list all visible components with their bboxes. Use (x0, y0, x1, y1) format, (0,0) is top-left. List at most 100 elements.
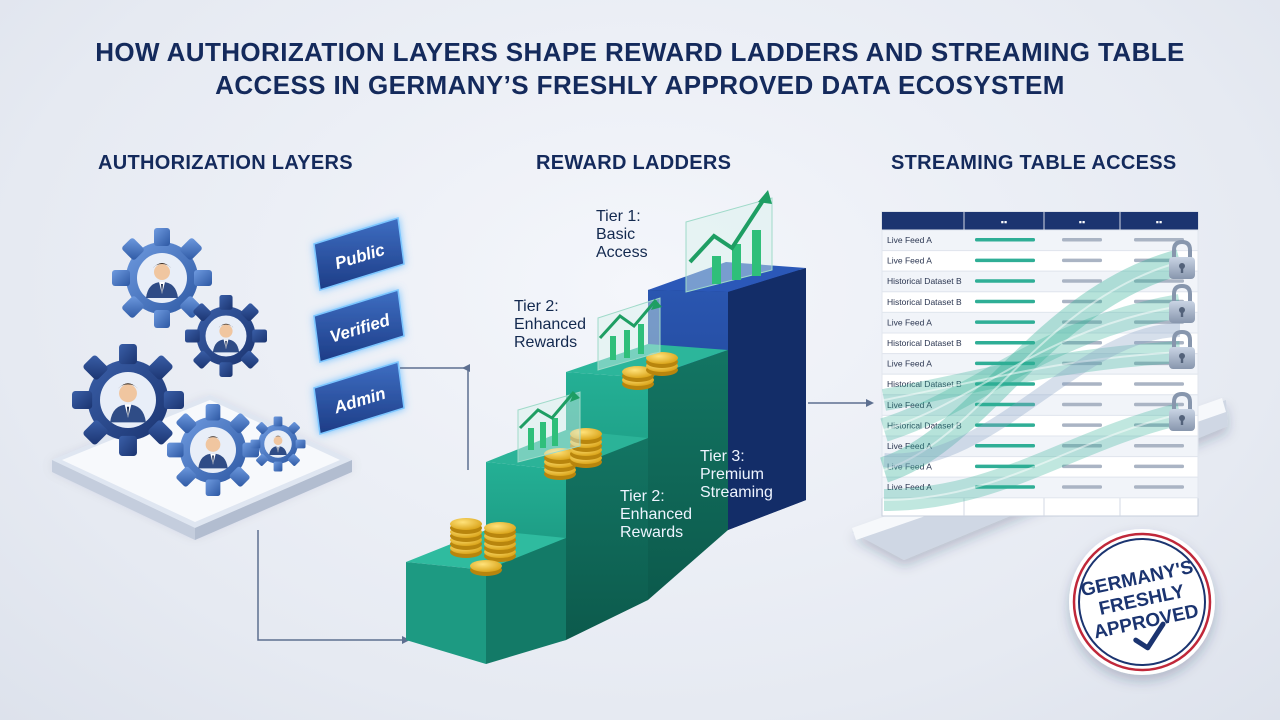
table-cell-bar (1062, 382, 1102, 386)
table-cell-bar (1062, 402, 1102, 407)
table-row[interactable]: Live Feed A (881, 250, 1199, 272)
connector-panel-to-ladder (257, 530, 402, 641)
tier-1-label-line: Tier 1: (596, 208, 641, 225)
table-cell-bar (1134, 279, 1184, 283)
tier-2-label-line: Rewards (514, 334, 578, 351)
section-heading-authorization: AUTHORIZATION LAYERS (98, 152, 353, 174)
table-cell-bar (975, 341, 1035, 345)
table-header-cell: ▪▪ (1001, 217, 1007, 227)
tier-2-label-front: Tier 2: Enhanced Rewards (620, 488, 692, 542)
table-cell-bar (975, 299, 1035, 304)
table-row-label: Historical Dataset B (887, 420, 962, 430)
table-row[interactable]: Historical Dataset B (881, 291, 1199, 313)
table-row[interactable]: Historical Dataset B (881, 373, 1199, 396)
table-cell-bar (1062, 238, 1102, 242)
authorization-panel: Admin Verified Public (52, 217, 405, 540)
table-cell-bar (1062, 444, 1102, 448)
table-row-label: Live Feed A (887, 400, 932, 410)
arrowhead-icon (866, 399, 874, 407)
tier-2-label-line: Tier 2: (514, 298, 559, 315)
table-cell-bar (1062, 423, 1102, 427)
tier-3-label-line: Tier 3: (700, 448, 745, 465)
table-cell-bar (1134, 464, 1184, 469)
table-cell-bar (1062, 258, 1102, 263)
page-title-line-1: HOW AUTHORIZATION LAYERS SHAPE REWARD LA… (95, 37, 1185, 67)
table-row-label: Live Feed A (887, 256, 932, 266)
gear-icon (250, 416, 306, 472)
table-row-label: Historical Dataset B (887, 276, 962, 286)
table-cell-bar (975, 464, 1035, 469)
data-streams (879, 249, 1184, 511)
tier-2-label-line: Enhanced (514, 316, 587, 333)
growth-chart-icon (685, 190, 773, 293)
auth-level-admin[interactable]: Admin (313, 361, 405, 435)
table-cell-bar (1062, 341, 1102, 345)
table-cell-bar (975, 423, 1035, 427)
arrowhead-icon (462, 364, 470, 372)
table-cell-bar (1062, 299, 1102, 304)
table-row-label: Historical Dataset B (887, 379, 962, 389)
tier-1-label-line: Basic (596, 226, 636, 243)
growth-chart-icon (597, 297, 662, 371)
table-row-label: Live Feed A (887, 235, 932, 245)
table-cell-bar (1062, 485, 1102, 489)
tier-2-label-line: Enhanced (620, 506, 693, 523)
table-cell-bar (975, 485, 1035, 489)
connector-auth-to-rewards (400, 367, 469, 470)
table-cell-bar (975, 238, 1035, 242)
table-row-label: Live Feed A (887, 462, 932, 472)
table-cell-bar (1134, 444, 1184, 448)
table-row[interactable]: Live Feed A (881, 476, 1199, 499)
table-row[interactable]: Historical Dataset B (881, 332, 1199, 355)
reward-ladder (406, 190, 806, 664)
table-header (882, 212, 1198, 230)
table-cell-bar (1134, 341, 1184, 345)
section-heading-streaming: STREAMING TABLE ACCESS (891, 152, 1177, 174)
auth-level-verified[interactable]: Verified (313, 289, 405, 363)
table-cell-bar (1134, 402, 1184, 407)
streaming-table: ▪▪ ▪▪ ▪▪ Live Feed A Live Feed A Historical … (881, 211, 1199, 517)
table-row[interactable]: Live Feed A (881, 394, 1199, 416)
tier-1-label-line: Access (596, 244, 648, 261)
tier-2-label-top: Tier 2: Enhanced Rewards (514, 298, 586, 352)
auth-level-public[interactable]: Public (313, 217, 405, 291)
approval-badge: GERMANY'S FRESHLY APPROVED (1069, 529, 1215, 675)
table-cell-bar (975, 279, 1035, 283)
table-row-background (881, 476, 1199, 499)
table-row-label: Historical Dataset B (887, 338, 962, 348)
table-row-label: Live Feed A (887, 482, 932, 492)
table-cell-bar (975, 382, 1035, 386)
tier-3-label-line: Premium (700, 466, 765, 483)
table-cell-bar (1062, 464, 1102, 469)
tier-2-label-line: Rewards (620, 524, 684, 541)
table-cell-bar (1134, 238, 1184, 242)
growth-chart-icon (517, 391, 581, 463)
table-cell-bar (975, 258, 1035, 263)
page-title: HOW AUTHORIZATION LAYERS SHAPE REWARD LA… (0, 36, 1280, 102)
tier-1-label: Tier 1: Basic Access (596, 208, 648, 262)
gear-icon (167, 404, 259, 496)
table-cell-bar (975, 320, 1035, 324)
table-cell-bar (1134, 485, 1184, 489)
table-cell-bar (1062, 279, 1102, 283)
tier-2-label-line: Tier 2: (620, 488, 665, 505)
table-header-cell: ▪▪ (1156, 217, 1162, 227)
table-row-label: Historical Dataset B (887, 297, 962, 307)
ladder-step-tier-1 (406, 530, 566, 664)
table-cell-bar (1062, 320, 1102, 324)
table-row[interactable]: Live Feed A (881, 311, 1199, 334)
table-cell-bar (1134, 382, 1184, 386)
tier-3-label-line: Streaming (700, 484, 773, 501)
table-row-label: Live Feed A (887, 441, 932, 451)
check-icon (1133, 621, 1166, 651)
page-title-line-2: ACCESS IN GERMANY’S FRESHLY APPROVED DAT… (215, 70, 1065, 100)
gear-icon (72, 344, 184, 456)
table-cell-bar (975, 402, 1035, 407)
table-row[interactable]: Live Feed A (881, 229, 1199, 252)
tier-3-label: Tier 3: Premium Streaming (700, 448, 773, 502)
table-header-cell: ▪▪ (1079, 217, 1085, 227)
table-cell-bar (975, 444, 1035, 448)
table-row-label: Live Feed A (887, 359, 932, 369)
table-row-label: Live Feed A (887, 317, 932, 327)
